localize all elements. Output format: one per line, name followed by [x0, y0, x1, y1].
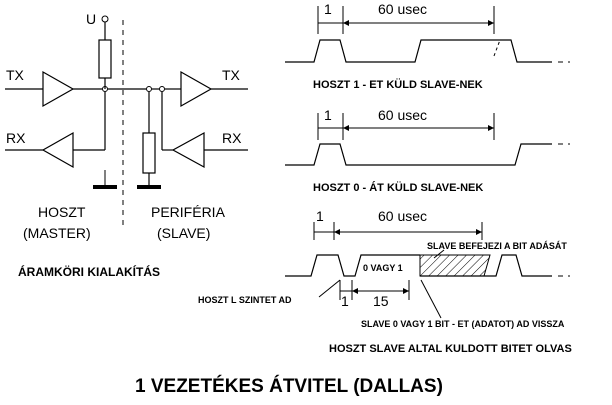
t3-data-window: [419, 254, 491, 277]
t3-caption: HOSZT SLAVE ALTAL KULDOTT BITET OLVAS: [329, 343, 572, 355]
periph-role: (SLAVE): [157, 225, 210, 241]
t3-pulse-label: 1: [316, 208, 324, 224]
t3-slave-data-note: SLAVE 0 VAGY 1 BIT - ET (ADATOT) AD VISS…: [361, 319, 565, 329]
t3-sub-arrow-right: [403, 288, 409, 294]
t3-sub-arrow-left: [352, 288, 358, 294]
timing-diagram-2: 1 60 usec HOSZT 0 - ÁT KÜLD SLAVE-NEK: [285, 107, 570, 194]
supply-label: U: [86, 11, 96, 27]
host-name: HOSZT: [38, 204, 86, 220]
bus-junction-slave-a: [146, 86, 152, 92]
t3-duration-label: 60 usec: [378, 208, 427, 224]
timing-diagram-1: 1 60 usec HOSZT 1 - ET KÜLD SLAVE-NEK: [285, 1, 570, 91]
t3-slave-end-note: SLAVE BEFEJEZI A BIT ADÁSÁT: [427, 241, 567, 251]
t3-waveform-b: [420, 254, 552, 277]
pullup-resistor: [98, 39, 112, 79]
t1-caption: HOSZT 1 - ET KÜLD SLAVE-NEK: [313, 78, 483, 91]
t2-pulse-label: 1: [324, 107, 332, 123]
periph-name: PERIFÉRIA: [151, 204, 226, 220]
t1-arrow-left: [343, 20, 349, 26]
t3-arrow-right: [476, 229, 482, 235]
tx-right-label: TX: [222, 67, 241, 83]
t2-duration-label: 60 usec: [378, 107, 427, 123]
t1-sample-marker: [493, 39, 501, 57]
t2-waveform: [285, 143, 552, 166]
t1-waveform: [285, 39, 552, 63]
t3-slave-data-leader: [420, 279, 442, 319]
rx-left-buffer: [41, 131, 74, 169]
t3-sample-label: 15: [373, 293, 389, 309]
page-title: 1 VEZETÉKES ÁTVITEL (DALLAS): [135, 375, 443, 397]
t1-duration-label: 60 usec: [378, 1, 427, 17]
t3-short-label: 1: [341, 293, 349, 309]
rx-right-label: RX: [222, 130, 242, 146]
supply-terminal: [101, 15, 109, 23]
t3-data-label: 0 VAGY 1: [363, 263, 403, 273]
t3-arrow-left: [334, 229, 340, 235]
t3-host-low-note: HOSZT L SZINTET AD: [198, 295, 292, 305]
host-role: (MASTER): [23, 225, 91, 241]
bus-junction-slave-b: [159, 86, 165, 92]
bus-junction-host: [102, 86, 108, 92]
circuit-schematic: U TX RX TX: [5, 11, 248, 279]
rx-right-buffer: [180, 70, 213, 108]
t2-arrow-right: [488, 125, 494, 131]
t3-waveform-a: [285, 254, 420, 277]
rx-left-label: RX: [6, 130, 26, 146]
t1-arrow-right: [488, 20, 494, 26]
t2-caption: HOSZT 0 - ÁT KÜLD SLAVE-NEK: [313, 181, 483, 194]
t2-arrow-left: [343, 125, 349, 131]
timing-diagram-3: 1 60 usec SLAVE BEFEJEZI A BIT ADÁSÁT 0 …: [198, 208, 572, 355]
tx-left-buffer: [42, 70, 75, 108]
t1-pulse-label: 1: [324, 1, 332, 17]
t3-host-low-leader: [318, 279, 341, 298]
tx-left-label: TX: [6, 67, 25, 83]
slave-resistor: [142, 132, 156, 174]
circuit-caption: ÁRAMKÖRI KIALAKÍTÁS: [18, 264, 160, 279]
tx-right-buffer: [171, 131, 205, 169]
